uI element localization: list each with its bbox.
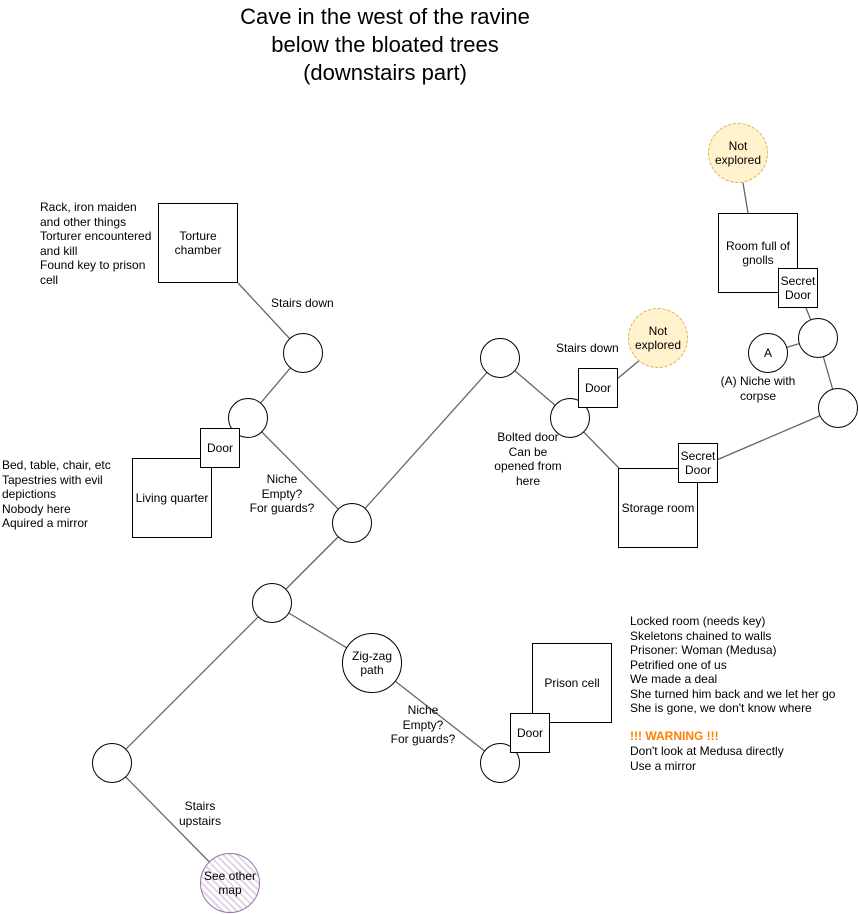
not-explored-node-mid[interactable]: Not explored: [628, 308, 688, 368]
junction-node[interactable]: [283, 333, 323, 373]
see-other-map-node[interactable]: See other map: [200, 853, 260, 913]
living-quarter-note: Bed, table, chair, etc Tapestries with e…: [2, 458, 111, 530]
living-quarter-room[interactable]: Living quarter: [132, 458, 212, 538]
junction-node[interactable]: [480, 338, 520, 378]
niche-note-upper: Niche Empty? For guards?: [249, 472, 315, 515]
prison-cell-room[interactable]: Prison cell: [532, 643, 612, 723]
torture-chamber-note: Rack, iron maiden and other things Tortu…: [40, 200, 152, 287]
junction-node[interactable]: [480, 743, 520, 783]
zigzag-path-node[interactable]: Zig-zag path: [342, 633, 402, 693]
gnoll-room[interactable]: Room full of gnolls: [718, 213, 798, 293]
junction-node[interactable]: [798, 318, 838, 358]
prison-cell-door[interactable]: Door: [510, 713, 550, 753]
niche-a-note: (A) Niche with corpse: [720, 374, 796, 403]
secret-door-gnolls[interactable]: Secret Door: [778, 268, 818, 308]
niche-note-lower: Niche Empty? For guards?: [390, 703, 456, 746]
stairs-door[interactable]: Door: [578, 368, 618, 408]
junction-node[interactable]: [332, 503, 372, 543]
warning-body: Don't look at Medusa directly Use a mirr…: [630, 744, 784, 773]
stairs-upstairs-label: Stairs upstairs: [178, 799, 222, 828]
stairs-down-label: Stairs down: [271, 296, 334, 310]
niche-a-node[interactable]: A: [748, 333, 788, 373]
secret-door-storage[interactable]: Secret Door: [678, 443, 718, 483]
bolted-door-note: Bolted door Can be opened from here: [494, 430, 562, 488]
torture-chamber-room[interactable]: Torture chamber: [158, 203, 238, 283]
living-quarter-door[interactable]: Door: [200, 428, 240, 468]
warning-title: !!! WARNING !!!: [630, 729, 719, 743]
stairs-down-label-2: Stairs down: [556, 341, 619, 355]
junction-node[interactable]: [92, 743, 132, 783]
prison-cell-note: Locked room (needs key) Skeletons chaine…: [630, 614, 836, 715]
junction-node[interactable]: [252, 583, 292, 623]
junction-node[interactable]: [818, 388, 858, 428]
not-explored-node-top[interactable]: Not explored: [708, 123, 768, 183]
diagram-title: Cave in the west of the ravine below the…: [240, 4, 530, 85]
